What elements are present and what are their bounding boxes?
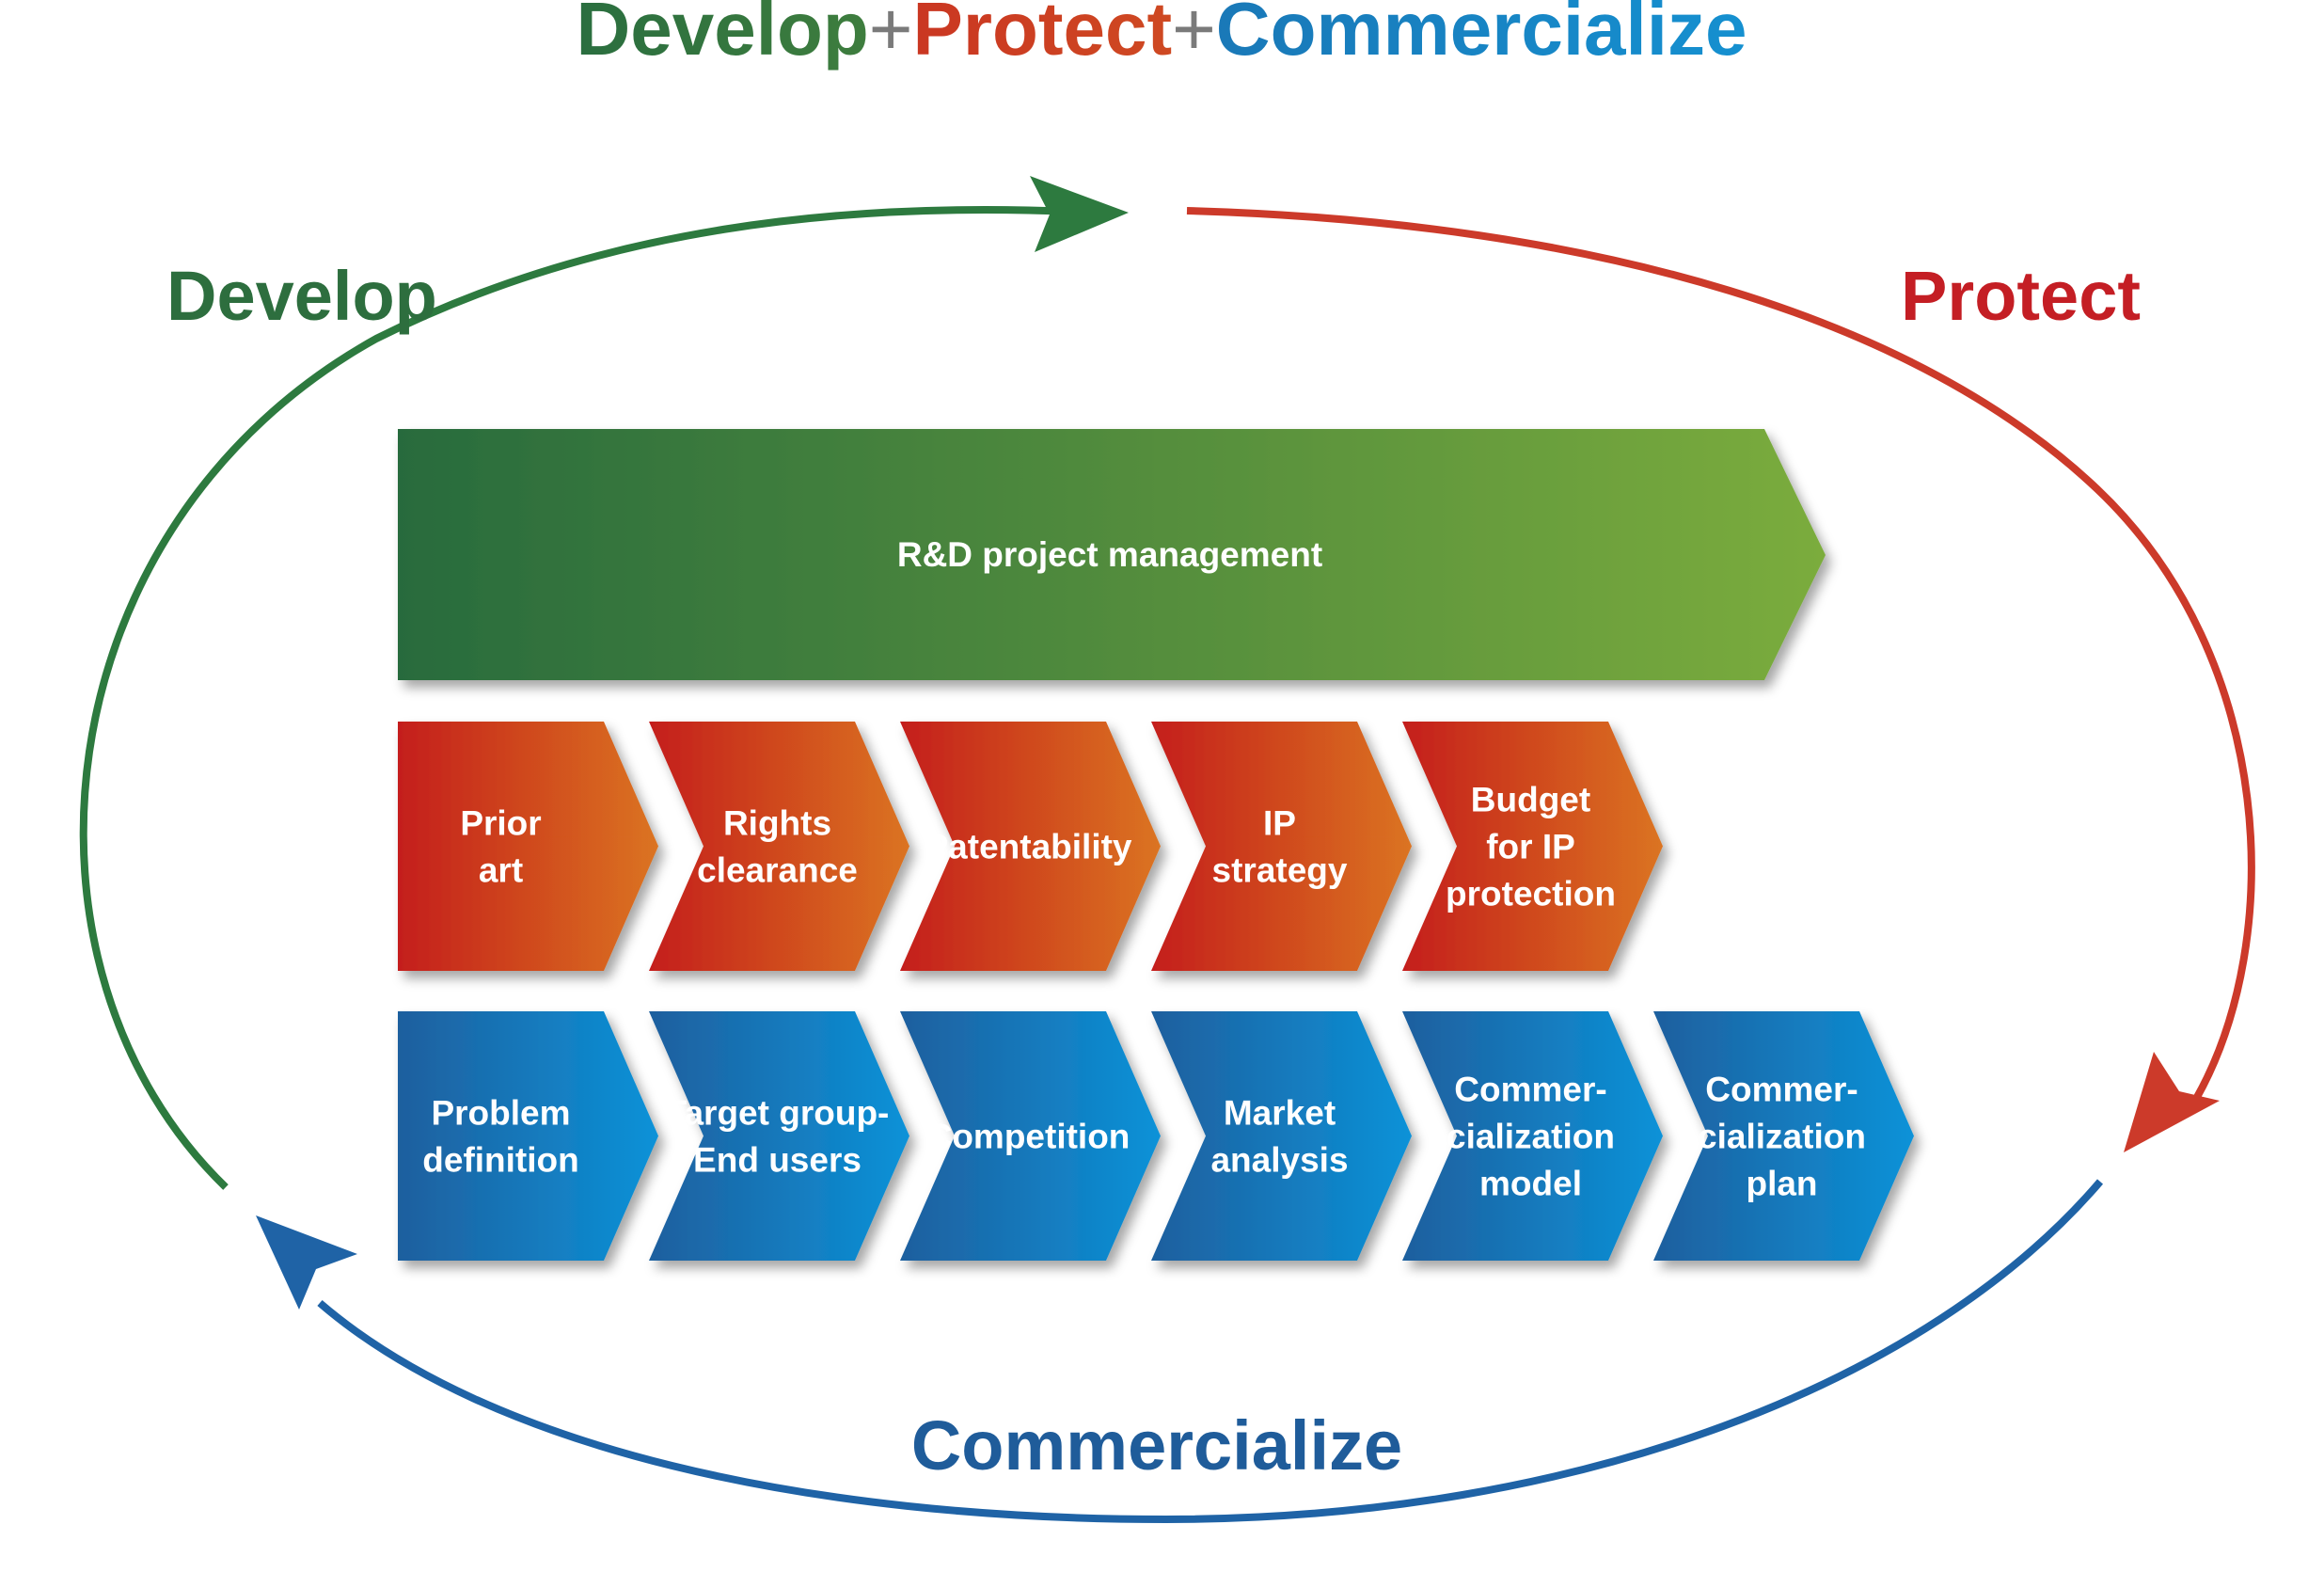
protect-step-chevron bbox=[649, 722, 909, 971]
protect-step-label-line: Patentability bbox=[925, 828, 1132, 866]
protect-step-label-line: Prior bbox=[460, 804, 541, 843]
develop-arc bbox=[79, 206, 1073, 1190]
protect-step-label-line: Budget bbox=[1471, 781, 1590, 819]
headline-develop: Develop bbox=[577, 0, 869, 71]
develop-bar bbox=[398, 429, 1826, 680]
commercialize-step-chevron bbox=[1151, 1011, 1412, 1261]
commercialize-step-label: Commer-cialization model bbox=[1447, 1071, 1615, 1203]
protect-arrowhead bbox=[2124, 1052, 2220, 1152]
cycle-label-commercialize: Commercialize bbox=[911, 1406, 1402, 1485]
commercialize-step-label-line: cialization bbox=[1698, 1118, 1866, 1156]
cycle-label-develop: Develop bbox=[166, 257, 437, 335]
protect-step-label-line: protection bbox=[1446, 875, 1616, 913]
commercialize-row: Problem definition Target group- End users C… bbox=[398, 1011, 1914, 1261]
protect-step-label-line: Rights bbox=[723, 804, 831, 843]
protect-step-label: Rights clearance bbox=[697, 804, 858, 890]
develop-arrowhead bbox=[1030, 176, 1129, 252]
develop-bar-label: R&D project management bbox=[897, 535, 1322, 574]
protect-step-chevron bbox=[398, 722, 658, 971]
cycle-label-protect: Protect bbox=[1901, 257, 2141, 335]
commercialize-step-label-line: cialization bbox=[1447, 1118, 1615, 1156]
commercialize-step-chevron bbox=[1653, 1011, 1914, 1261]
protect-step-label-line: strategy bbox=[1212, 851, 1348, 890]
protect-step-label-line: for IP bbox=[1486, 828, 1575, 866]
cycle-arrows bbox=[79, 176, 2255, 1524]
headline-protect: Protect bbox=[912, 0, 1172, 71]
protect-step-label-line: art bbox=[479, 851, 523, 890]
protect-row: Prior art Rights clearance Patentability IP st… bbox=[398, 722, 1663, 971]
commercialize-step-label: Target group- End users bbox=[666, 1094, 890, 1180]
commercialize-step-chevron bbox=[900, 1011, 1161, 1261]
commercialize-step-chevron bbox=[398, 1011, 658, 1261]
commercialize-step-label: Problem definition bbox=[422, 1094, 578, 1180]
commercialize-step-label: Competition bbox=[927, 1118, 1130, 1156]
commercialize-step-label: Commer-cialization plan bbox=[1698, 1071, 1866, 1203]
commercialize-step-label-line: definition bbox=[422, 1141, 578, 1180]
protect-step-label: Budget for IP protection bbox=[1446, 781, 1616, 913]
headline-plus-1: + bbox=[869, 0, 913, 71]
develop-bar-shape bbox=[398, 429, 1826, 680]
commercialize-step-label-line: analysis bbox=[1210, 1141, 1348, 1180]
commercialize-step-label-line: Commer- bbox=[1705, 1071, 1858, 1109]
commercialize-arc bbox=[317, 1179, 2104, 1524]
protect-step-label: IP strategy bbox=[1212, 804, 1348, 890]
protect-step-chevron bbox=[900, 722, 1161, 971]
commercialize-step-label: Market analysis bbox=[1210, 1094, 1348, 1180]
protect-step-label: Prior art bbox=[460, 804, 541, 890]
commercialize-step-label-line: End users bbox=[693, 1141, 862, 1180]
commercialize-arrowhead bbox=[256, 1215, 357, 1310]
commercialize-step-label-line: Problem bbox=[431, 1094, 570, 1133]
headline-commercialize: Commercialize bbox=[1216, 0, 1747, 71]
commercialize-step-label-line: model bbox=[1479, 1165, 1582, 1203]
commercialize-step-chevron bbox=[1402, 1011, 1663, 1261]
commercialize-step-label-line: Commer- bbox=[1454, 1071, 1606, 1109]
protect-arc bbox=[1186, 207, 2255, 1101]
commercialize-step-label-line: plan bbox=[1746, 1165, 1817, 1203]
protect-step-chevron bbox=[1402, 722, 1663, 971]
protect-step-label-line: IP bbox=[1263, 804, 1296, 843]
commercialize-step-label-line: Market bbox=[1224, 1094, 1336, 1133]
protect-step-chevron bbox=[1151, 722, 1412, 971]
protect-step-label: Patentability bbox=[925, 828, 1132, 866]
commercialize-step-label-line: Target group- bbox=[666, 1094, 890, 1133]
headline-plus-2: + bbox=[1172, 0, 1216, 71]
headline: Develop+Protect+Commercialize bbox=[577, 0, 1747, 71]
commercialize-step-chevron bbox=[649, 1011, 909, 1261]
commercialize-step-label-line: Competition bbox=[927, 1118, 1130, 1156]
protect-step-label-line: clearance bbox=[697, 851, 858, 890]
